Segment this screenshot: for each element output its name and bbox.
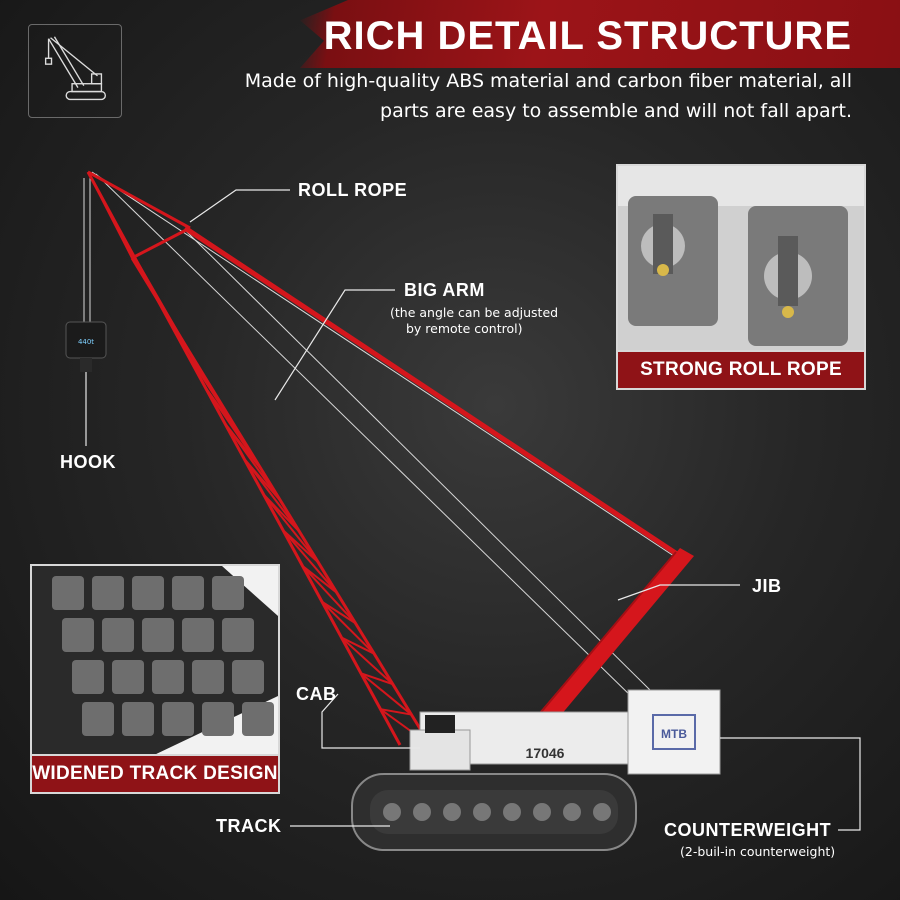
big-arm-note-line-1: (the angle can be adjusted xyxy=(390,305,559,320)
track-detail-photo xyxy=(30,564,280,758)
roll-rope-detail-photo xyxy=(616,164,866,354)
roll-rope-caption: STRONG ROLL ROPE xyxy=(616,350,866,390)
label-track: TRACK xyxy=(216,816,282,836)
page-subtitle: Made of high-quality ABS material and ca… xyxy=(244,70,852,122)
hook-block: 440t xyxy=(65,321,107,372)
jib-strut xyxy=(183,225,694,740)
label-roll-rope: ROLL ROPE xyxy=(298,180,408,200)
label-jib: JIB xyxy=(752,576,782,596)
label-counterweight: COUNTERWEIGHT xyxy=(664,820,832,840)
label-cab: CAB xyxy=(296,684,337,704)
label-hook: HOOK xyxy=(60,452,116,472)
svg-text:17046: 17046 xyxy=(526,745,565,761)
counterweight-note: (2-buil-in counterweight) xyxy=(680,844,836,859)
track-caption: WIDENED TRACK DESIGN xyxy=(30,754,280,794)
header-banner xyxy=(300,0,900,68)
svg-text:MTB: MTB xyxy=(661,727,687,741)
crane-body: 17046 MTB xyxy=(409,689,721,775)
label-big-arm: BIG ARM xyxy=(404,280,485,300)
big-arm-note-line-2: by remote control) xyxy=(406,321,523,336)
crawler-track xyxy=(351,773,637,851)
crane-logo-icon xyxy=(28,24,122,118)
page-title: RICH DETAIL STRUCTURE xyxy=(323,14,852,58)
svg-text:440t: 440t xyxy=(78,338,94,346)
